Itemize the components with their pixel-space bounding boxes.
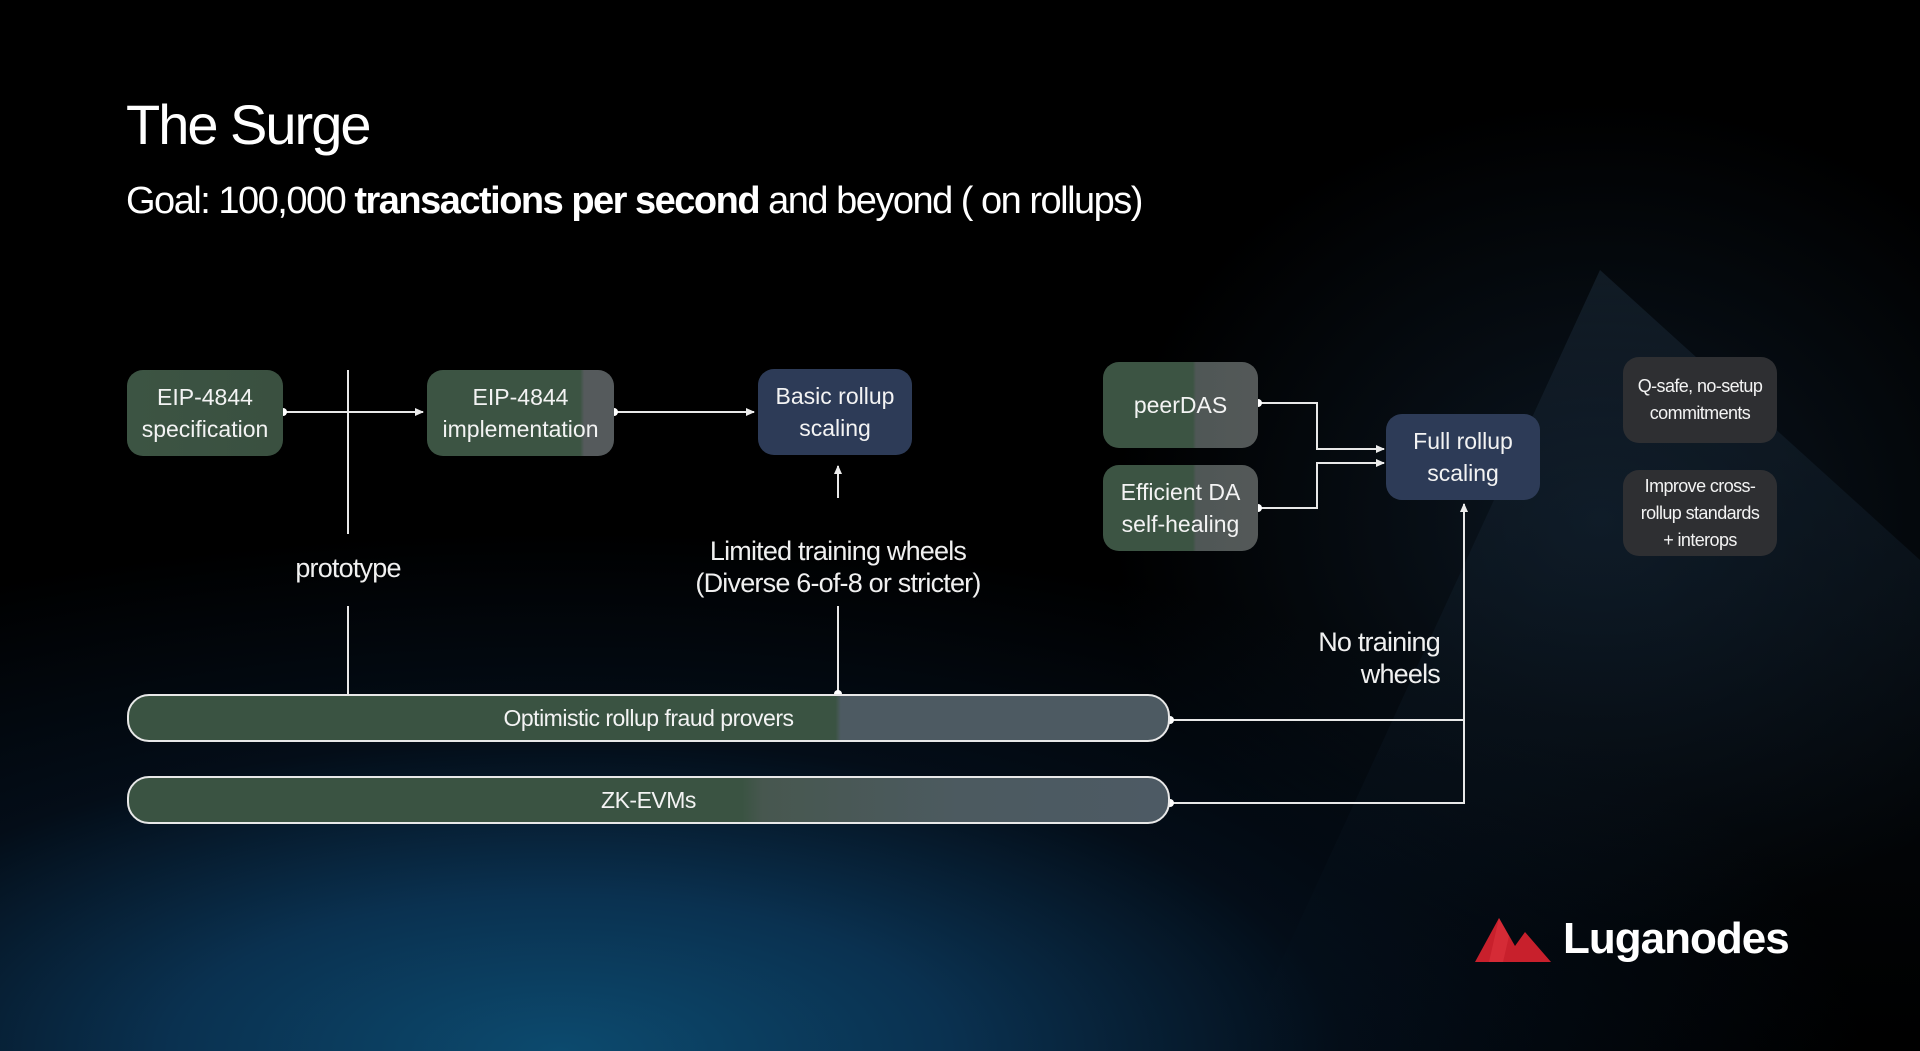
arrow-peerdas-to-full: [1258, 402, 1385, 453]
node-line: scaling: [799, 415, 871, 441]
label-line: Limited training wheels: [709, 536, 967, 566]
node-cross-rollup-standards: Improve cross-rollup standards + interops: [1623, 470, 1777, 556]
node-full-rollup-scaling: Full rollup scaling: [1386, 414, 1540, 500]
node-peerdas: peerDAS: [1103, 362, 1258, 448]
node-line: EIP-4844: [472, 384, 569, 410]
node-line: rollup standards: [1640, 502, 1760, 523]
node-eip4844-specification: EIP-4844 specification: [127, 370, 283, 456]
label-no-training-wheels: No training wheels: [1290, 626, 1441, 690]
node-line: Efficient DA: [1120, 479, 1241, 505]
brand-logo: Luganodes: [1475, 914, 1790, 964]
node-line: scaling: [1427, 460, 1499, 486]
subtitle-prefix: Goal: 100,000: [126, 180, 355, 222]
node-basic-rollup-scaling: Basic rollup scaling: [758, 369, 912, 455]
arrow-efficient-da-to-full: [1258, 459, 1385, 509]
subtitle-emphasis: transactions per second: [354, 180, 760, 222]
node-efficient-da-self-healing: Efficient DA self-healing: [1103, 465, 1258, 551]
node-q-safe-commitments: Q-safe, no-setup commitments: [1623, 357, 1777, 443]
label-line: wheels: [1360, 659, 1441, 689]
node-line: self-healing: [1121, 511, 1240, 537]
label-prototype: prototype: [295, 553, 401, 583]
node-line: + interops: [1663, 529, 1737, 550]
node-line: Q-safe, no-setup: [1637, 376, 1763, 396]
node-line: Basic rollup: [775, 383, 895, 409]
node-line: commitments: [1649, 403, 1751, 423]
mountain-logo-icon: [1475, 918, 1551, 962]
label-limited-training-wheels: Limited training wheels (Diverse 6-of-8 …: [668, 535, 1008, 599]
node-line: Improve cross-: [1644, 475, 1756, 496]
bar-zk-evms: ZK-EVMs: [127, 776, 1170, 824]
label-line: (Diverse 6-of-8 or stricter): [695, 568, 981, 598]
subtitle-suffix: and beyond ( on rollups): [759, 180, 1143, 222]
node-line: Full rollup: [1413, 428, 1513, 454]
bar-optimistic-rollup-fraud-provers: Optimistic rollup fraud provers: [127, 694, 1170, 742]
node-line: peerDAS: [1133, 392, 1228, 418]
node-line: EIP-4844: [157, 384, 253, 410]
brand-name: Luganodes: [1563, 914, 1790, 963]
line-zkevm-to-full: [1170, 503, 1468, 804]
slide-title: The Surge: [126, 93, 371, 156]
label-line: No training: [1318, 627, 1441, 657]
node-line: specification: [141, 416, 269, 442]
slide-subtitle: Goal: 100,000 transactions per second an…: [126, 180, 1143, 223]
node-line: implementation: [442, 416, 599, 442]
node-eip4844-implementation: EIP-4844 implementation: [427, 370, 614, 456]
